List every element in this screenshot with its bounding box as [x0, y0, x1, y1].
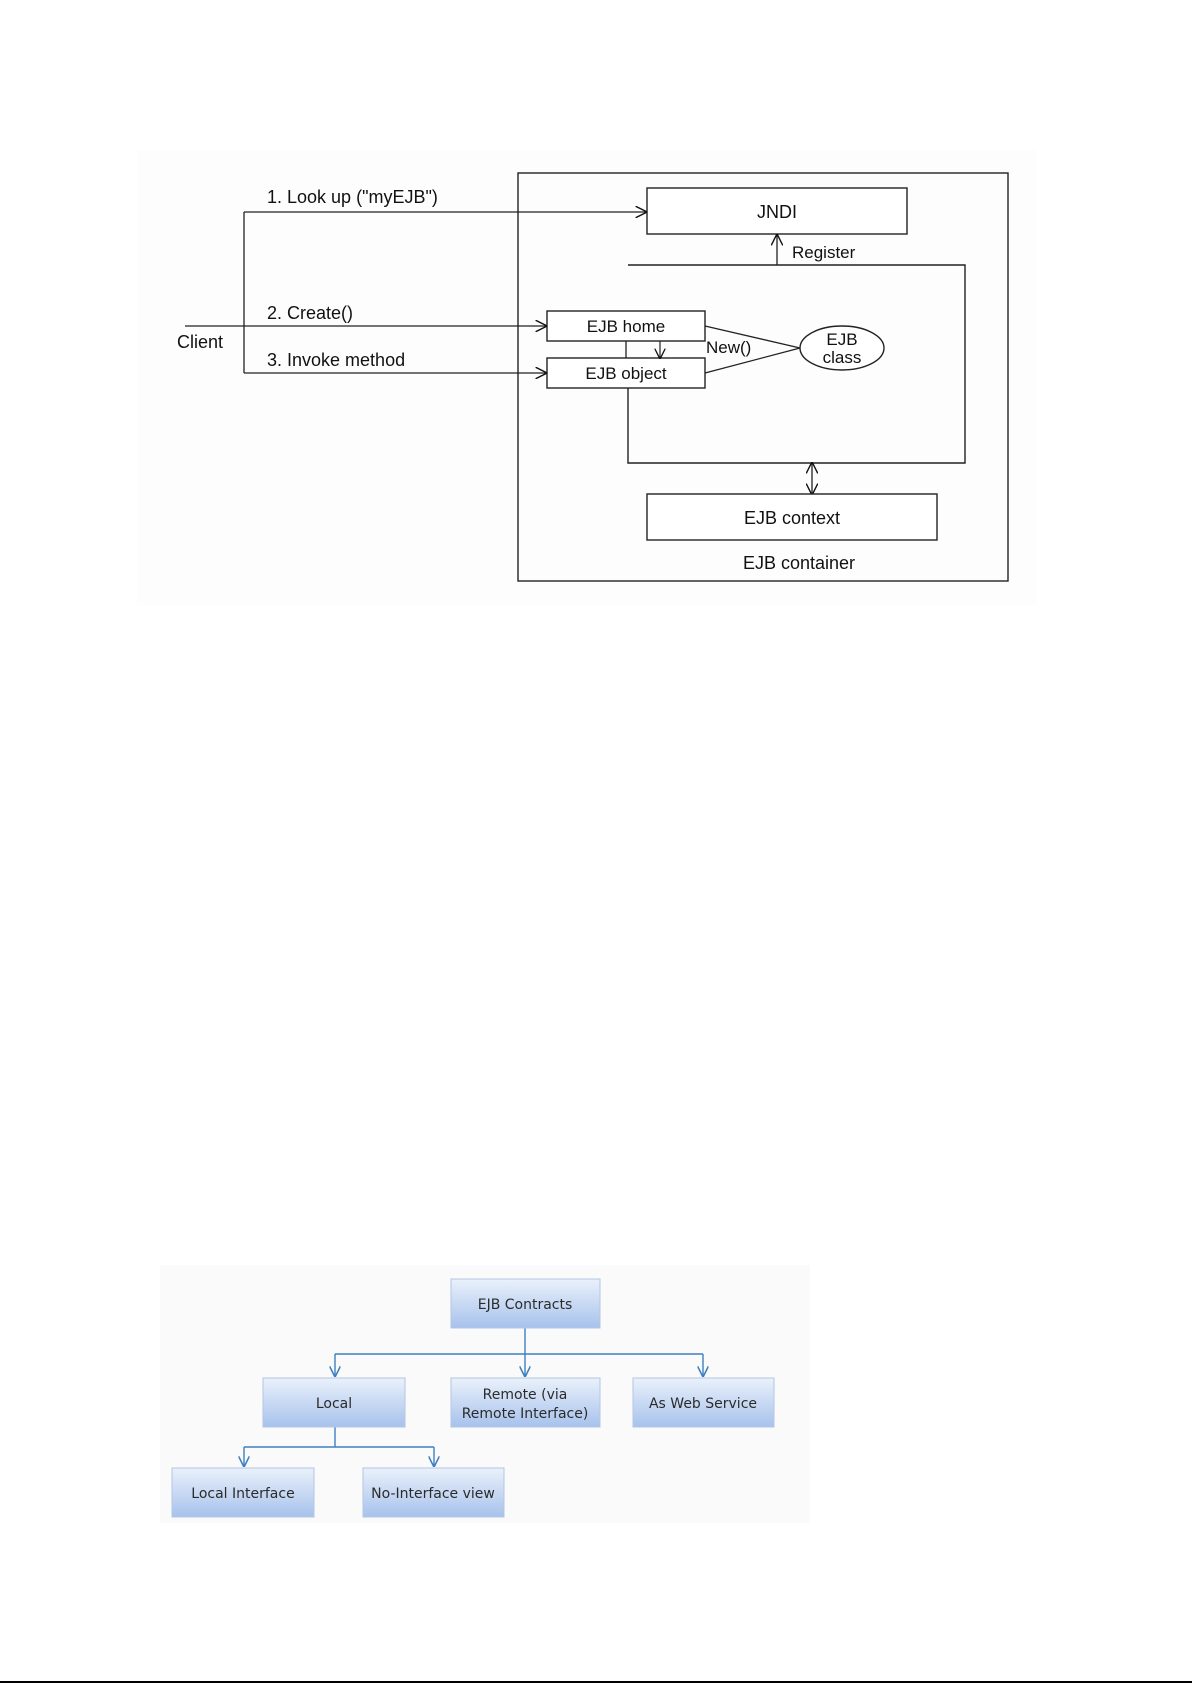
register-label: Register: [792, 243, 856, 262]
new-call-label: New(): [706, 338, 751, 357]
step-create-label: 2. Create(): [267, 303, 353, 323]
ejb-home-label: EJB home: [587, 317, 665, 336]
web-service-label: As Web Service: [649, 1396, 757, 1412]
no-interface-label: No-Interface view: [371, 1486, 495, 1502]
ejb-contracts-tree: EJB Contracts Local Remote (via Remote I…: [160, 1265, 810, 1523]
ejb-contracts-label: EJB Contracts: [478, 1297, 573, 1313]
ejb-container-label: EJB container: [743, 553, 855, 573]
jndi-label: JNDI: [757, 202, 797, 222]
ejb-class-label-line1: EJB: [826, 330, 857, 349]
step-invoke-label: 3. Invoke method: [267, 350, 405, 370]
page-bottom-rule: [0, 1681, 1192, 1683]
remote-label-line1: Remote (via: [483, 1387, 568, 1403]
client-label: Client: [177, 332, 223, 352]
ejb-context-label: EJB context: [744, 508, 840, 528]
ejb-class-label-line2: class: [823, 348, 862, 367]
step-lookup-label: 1. Look up ("myEJB"): [267, 187, 438, 207]
local-label: Local: [316, 1396, 352, 1412]
local-interface-label: Local Interface: [191, 1486, 294, 1502]
ejb-architecture-diagram: JNDI Register EJB home EJB object EJB cl…: [137, 150, 1037, 605]
remote-label-line2: Remote Interface): [462, 1406, 589, 1422]
ejb-object-label: EJB object: [585, 364, 667, 383]
